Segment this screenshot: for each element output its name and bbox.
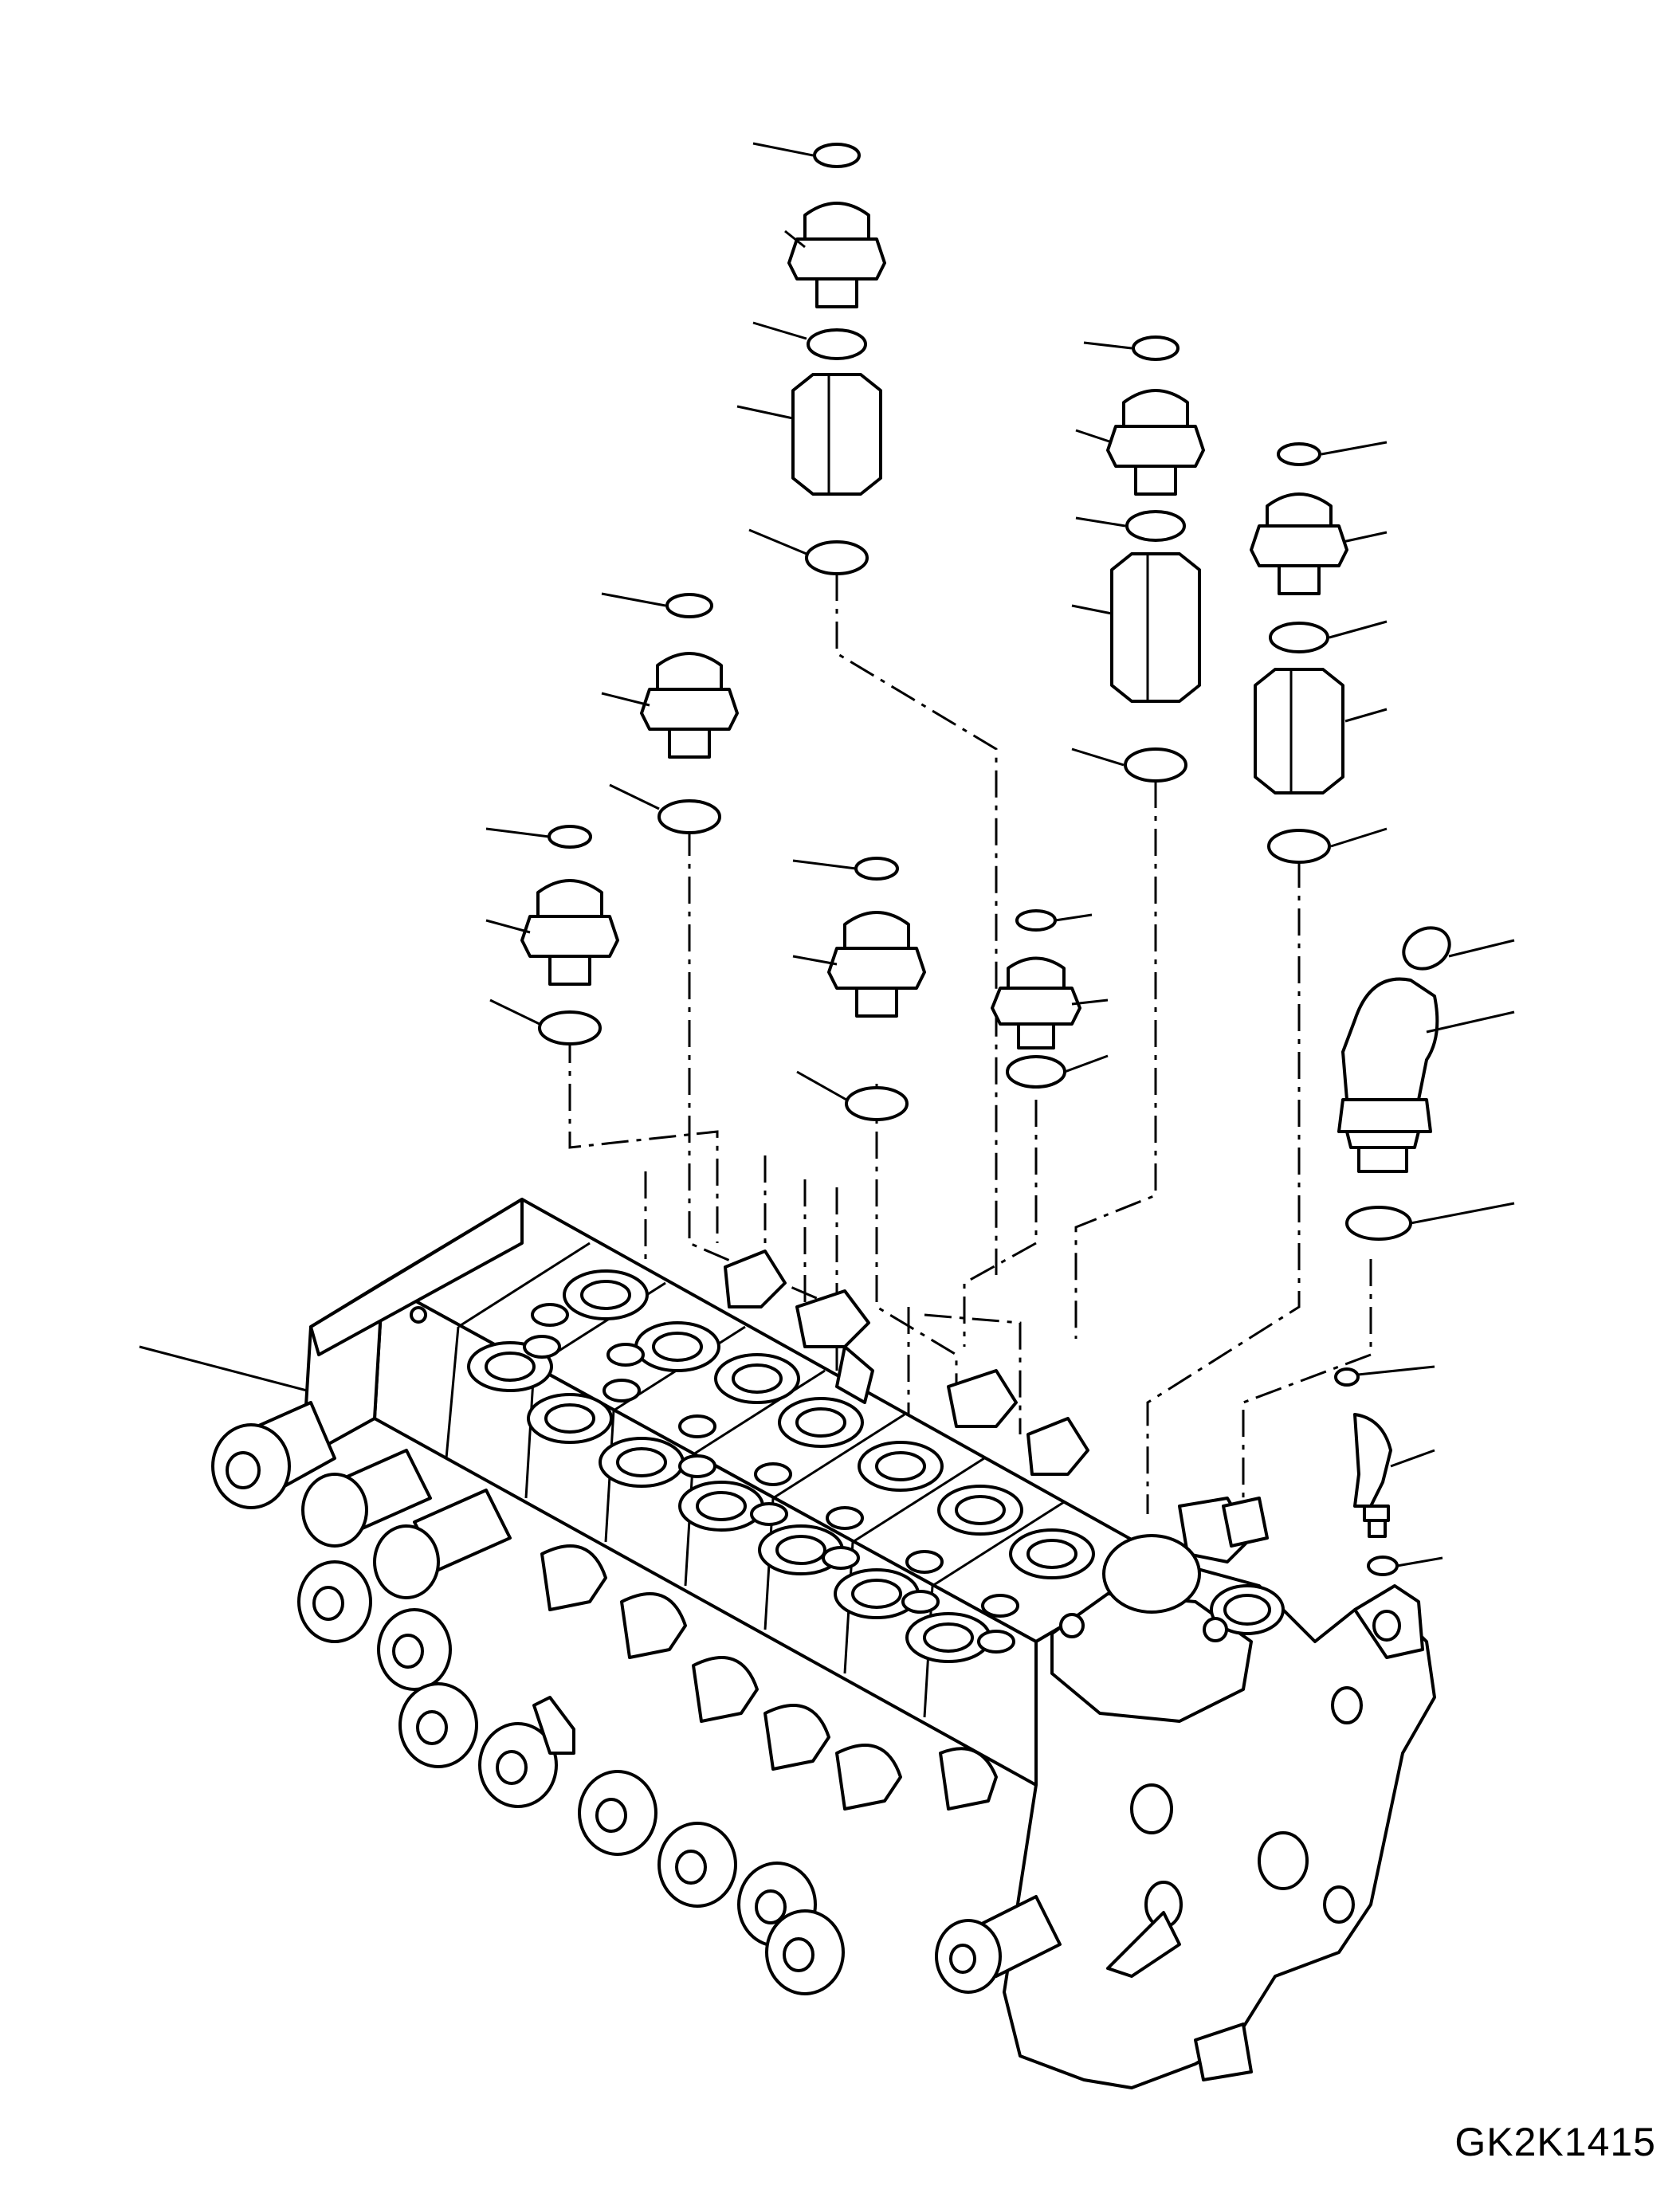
spool-caps bbox=[211, 1401, 998, 1995]
fitting-stack-6 bbox=[792, 857, 926, 1121]
body-leader bbox=[139, 1345, 308, 1392]
fitting-stack-4 bbox=[601, 592, 739, 834]
fitting-stack-2 bbox=[1071, 335, 1205, 783]
inlet-cover bbox=[935, 1534, 1436, 2089]
fitting-stack-7 bbox=[991, 909, 1109, 1089]
small-elbow-fitting bbox=[1334, 1365, 1443, 1576]
fitting-stack-3 bbox=[1250, 441, 1388, 864]
drawing-code: GK2K1415 bbox=[1454, 2120, 1656, 2164]
side-plugs bbox=[724, 1250, 1269, 1563]
elbow-fitting bbox=[1337, 926, 1515, 1241]
control-valve-body bbox=[211, 1198, 1436, 2089]
fitting-stack-1 bbox=[736, 142, 886, 575]
fitting-stack-5 bbox=[485, 825, 619, 1046]
